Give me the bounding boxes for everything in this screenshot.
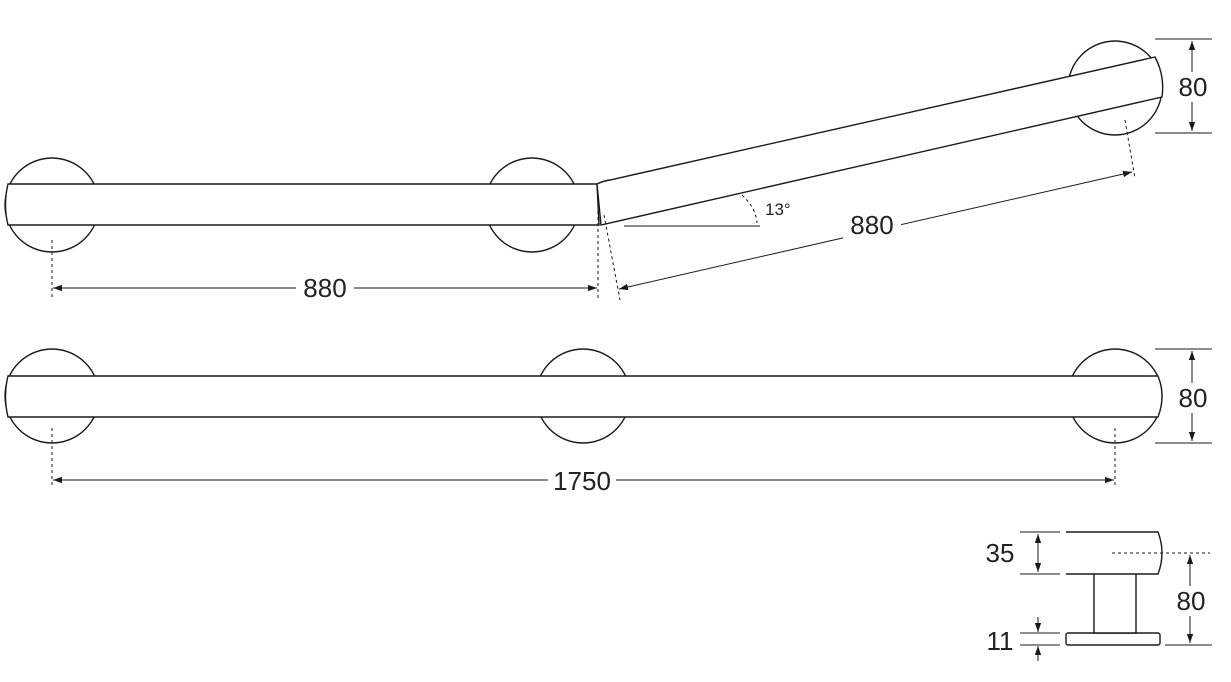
height-label: 80 — [1179, 72, 1208, 102]
height-label: 80 — [1179, 383, 1208, 413]
base-thickness-label: 11 — [987, 626, 1014, 656]
left-length-label: 880 — [303, 273, 346, 303]
joint-centerline-right — [603, 214, 621, 301]
base-plate — [1065, 632, 1161, 646]
angled-grab-bar: 13° 880 880 80 — [4, 38, 1212, 304]
angle-arc — [741, 194, 758, 224]
right-length-label: 880 — [850, 210, 893, 240]
straight-grab-bar: 1750 80 — [4, 348, 1212, 496]
depth-label: 80 — [1177, 586, 1206, 616]
side-profile-view: 35 11 80 — [986, 531, 1212, 661]
length-label: 1750 — [553, 466, 611, 496]
horizontal-bar-section — [4, 183, 600, 226]
angled-bar-section — [596, 56, 1164, 226]
angle-label: 13° — [765, 200, 791, 219]
straight-bar-tube — [4, 375, 1163, 418]
right-angled-centerline — [1124, 119, 1136, 179]
bar-height-label: 35 — [986, 538, 1015, 568]
